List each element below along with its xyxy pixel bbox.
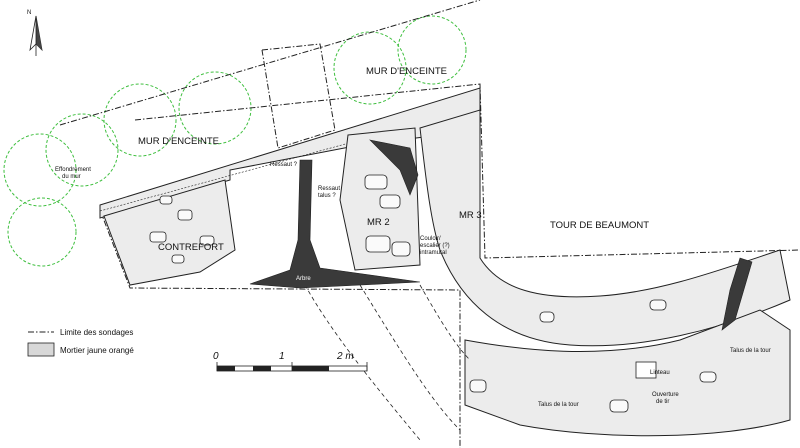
north-label: N xyxy=(27,10,31,16)
scale-bar xyxy=(216,362,368,372)
label-mr3: MR 3 xyxy=(459,210,482,221)
tree-root xyxy=(249,139,753,331)
sondage-limits xyxy=(59,0,800,448)
label-mur-enceinte-top: MUR D'ENCEINTE xyxy=(366,66,447,77)
label-effondrement-1: Effondrement xyxy=(55,167,91,173)
label-talus-right: Talus de la tour xyxy=(730,348,771,354)
contrefort-block xyxy=(103,179,236,286)
reconstruction-arcs xyxy=(304,284,471,441)
tower-walls xyxy=(419,109,791,437)
label-tour: TOUR DE BEAUMONT xyxy=(550,220,649,231)
label-couloir-2: escalier (?) xyxy=(420,243,450,249)
label-linteau: Linteau xyxy=(650,370,670,376)
legend-mortier-label: Mortier jaune orangé xyxy=(60,346,134,355)
scale-2m: 2 m xyxy=(336,351,354,362)
label-couloir-1: Couloir/ xyxy=(420,236,441,242)
legend-limite-label: Limite des sondages xyxy=(60,328,133,337)
scale-0: 0 xyxy=(213,351,219,362)
label-couloir-3: intramural xyxy=(420,250,447,256)
north-arrow-icon xyxy=(29,15,43,56)
label-mur-enceinte-left: MUR D'ENCEINTE xyxy=(138,136,219,147)
scale-1: 1 xyxy=(279,351,285,362)
label-mr2: MR 2 xyxy=(367,217,390,228)
legend: Limite des sondages Mortier jaune orangé xyxy=(27,328,134,357)
label-contrefort: CONTREFORT xyxy=(158,242,224,253)
label-ressaut-2b: talus ? xyxy=(318,193,336,199)
label-ouverture-1: Ouverture xyxy=(652,392,679,398)
label-arbre: Arbre xyxy=(296,276,311,282)
label-ressaut-1: Ressaut ? xyxy=(270,162,298,168)
label-talus-bottom: Talus de la tour xyxy=(538,402,579,408)
label-ouverture-2: de tir xyxy=(656,399,669,405)
legend-mortier-swatch xyxy=(27,342,55,357)
label-effondrement-2: du mur xyxy=(62,174,81,180)
label-ressaut-2a: Ressaut xyxy=(318,186,340,192)
